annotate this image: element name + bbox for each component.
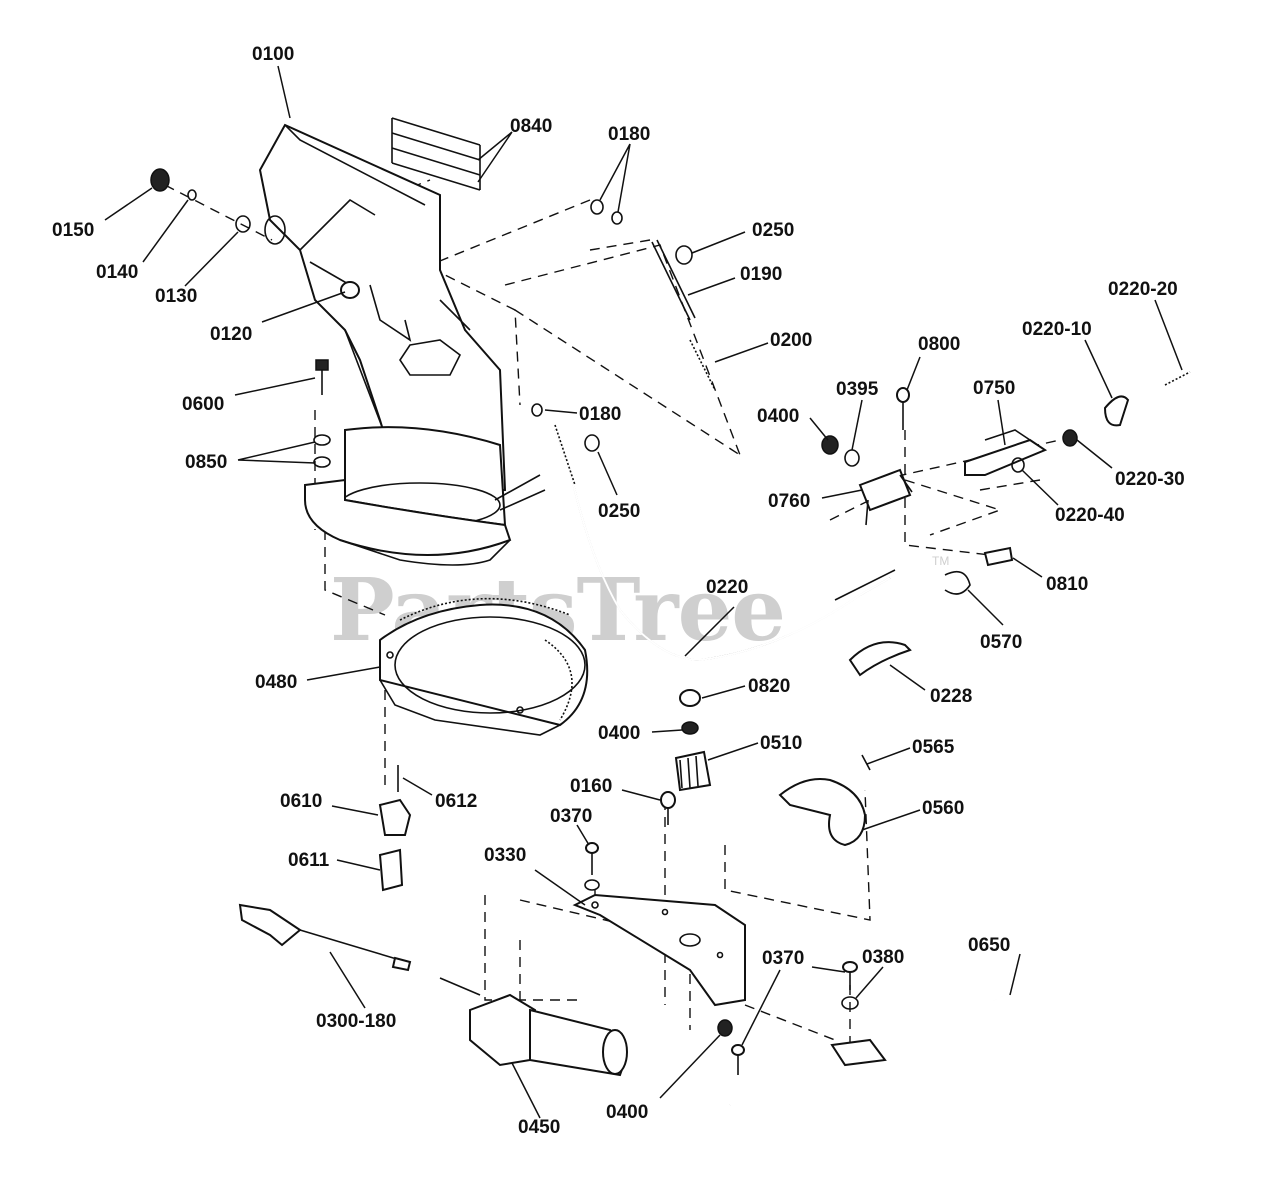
label-0180-top: 0180 [608, 124, 650, 145]
chute-base [304, 426, 546, 566]
label-0650: 0650 [968, 935, 1010, 956]
label-0480: 0480 [255, 672, 297, 693]
lever-0650 [729, 893, 1167, 1107]
label-0370-lower: 0370 [762, 948, 804, 969]
bracket-assembly [821, 371, 1191, 677]
label-0160: 0160 [570, 776, 612, 797]
label-0611: 0611 [288, 850, 330, 871]
label-0400-top: 0400 [757, 406, 799, 427]
spring-rod [531, 199, 716, 452]
label-0760: 0760 [768, 491, 810, 512]
label-0450: 0450 [518, 1117, 560, 1138]
label-0330: 0330 [484, 845, 526, 866]
cover-0560 [778, 754, 871, 847]
label-0600: 0600 [182, 394, 224, 415]
label-0150: 0150 [52, 220, 94, 241]
label-0180-mid: 0180 [579, 404, 621, 425]
label-0100: 0100 [252, 44, 294, 65]
label-0610: 0610 [280, 791, 322, 812]
label-0228: 0228 [930, 686, 972, 707]
assembly-lines [164, 179, 1061, 1045]
label-0612: 0612 [435, 791, 477, 812]
label-0120: 0120 [210, 324, 252, 345]
label-0395: 0395 [836, 379, 879, 400]
label-0300-180: 0300-180 [316, 1011, 396, 1032]
label-0560: 0560 [922, 798, 964, 819]
deflector-plate [504, 244, 741, 456]
label-0840: 0840 [510, 116, 552, 137]
gear-hardware [584, 689, 712, 891]
label-0380: 0380 [862, 947, 904, 968]
chute-hardware [150, 168, 360, 468]
motor-0450 [238, 903, 628, 1077]
label-0220-40: 0220-40 [1055, 505, 1125, 526]
label-0130: 0130 [155, 286, 197, 307]
gear-plate-0480 [379, 597, 589, 736]
label-0220-30: 0220-30 [1115, 469, 1185, 490]
label-0190: 0190 [740, 264, 782, 285]
label-0220-20: 0220-20 [1108, 279, 1178, 300]
label-0565: 0565 [912, 737, 955, 758]
label-0370-upper: 0370 [550, 806, 592, 827]
cable-0220 [554, 424, 896, 662]
label-0250-mid: 0250 [598, 501, 640, 522]
label-0250-top: 0250 [752, 220, 794, 241]
mount-plate-0330 [572, 893, 746, 1007]
label-0750: 0750 [973, 378, 1015, 399]
label-0810: 0810 [1046, 574, 1088, 595]
label-0200: 0200 [770, 330, 812, 351]
watermark-trademark: TM [932, 554, 949, 568]
label-0850: 0850 [185, 452, 227, 473]
lower-hardware [717, 961, 859, 1075]
label-0220: 0220 [706, 577, 748, 598]
label-0820: 0820 [748, 676, 790, 697]
label-0510: 0510 [760, 733, 802, 754]
clamp-0610 [378, 765, 412, 892]
label-0400-lower: 0400 [606, 1102, 648, 1123]
decal-0840 [391, 117, 481, 191]
leader-lines [104, 65, 1183, 1119]
label-0400-gear: 0400 [598, 723, 640, 744]
label-0220-10: 0220-10 [1022, 319, 1092, 340]
label-0140: 0140 [96, 262, 138, 283]
label-0570: 0570 [980, 632, 1022, 653]
part-labels: 0100 0840 0180 0150 0140 0130 0250 0190 … [52, 44, 1185, 1138]
label-0800: 0800 [918, 334, 960, 355]
